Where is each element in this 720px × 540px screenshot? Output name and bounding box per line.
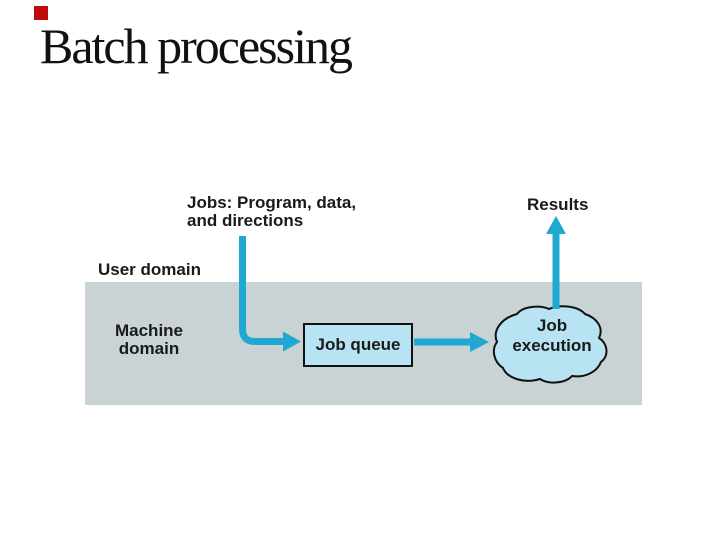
accent-square bbox=[34, 6, 48, 20]
job-queue-node: Job queue bbox=[303, 323, 413, 367]
slide-title: Batch processing bbox=[40, 18, 353, 74]
user-domain-label: User domain bbox=[98, 260, 201, 279]
job-execution-label: Job execution bbox=[512, 316, 592, 355]
execution-to-results-arrowhead bbox=[546, 216, 566, 234]
results-label: Results bbox=[527, 195, 589, 214]
jobs-label: Jobs: Program, data, and directions bbox=[187, 193, 357, 230]
machine-domain-label: Machine domain bbox=[114, 321, 184, 358]
